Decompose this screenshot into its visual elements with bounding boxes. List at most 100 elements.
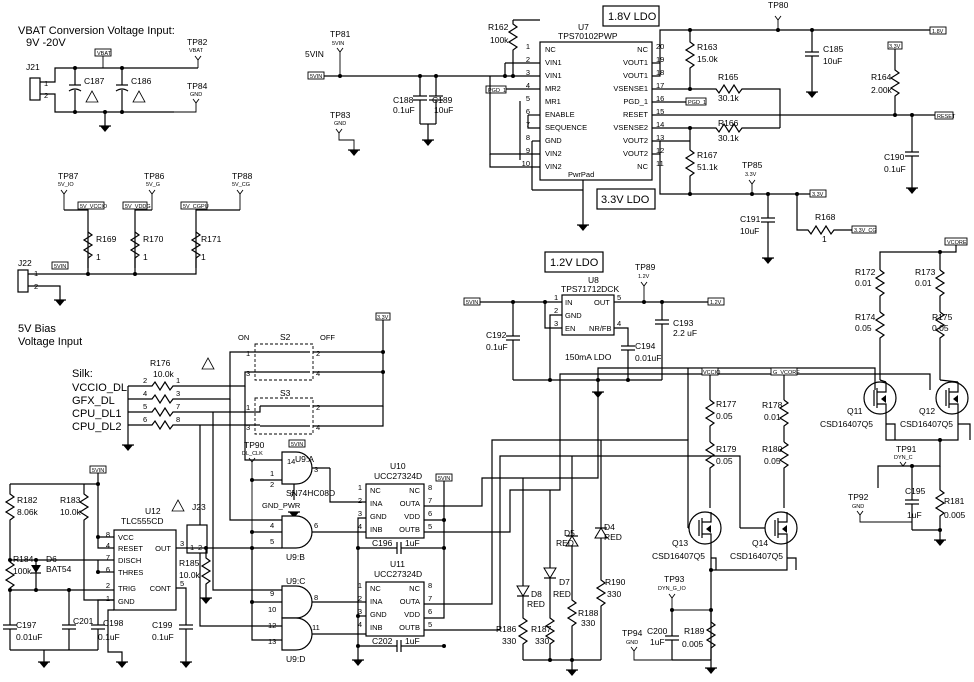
resistor-r180: R180 0.05 xyxy=(762,441,790,508)
svg-text:3.3V: 3.3V xyxy=(812,192,824,198)
testpoint-tp84: TP84 GND xyxy=(174,81,208,113)
cap-c185: C185 10uF xyxy=(805,30,844,99)
resistor-r170: R170 1 xyxy=(129,231,164,262)
u7-pin-name: PGD_1 xyxy=(623,97,648,106)
driver-pin-name: OUTB xyxy=(399,623,420,632)
svg-text:5VIN: 5VIN xyxy=(332,41,344,47)
u7-pin-name: VSENSE1 xyxy=(613,84,648,93)
label-1v8-ldo: 1.8V LDO xyxy=(602,5,660,27)
svg-text:6: 6 xyxy=(314,521,318,530)
cap-c196: C196 1uF xyxy=(358,538,444,554)
svg-text:1: 1 xyxy=(143,252,148,262)
svg-text:J23: J23 xyxy=(192,502,206,512)
svg-text:C198: C198 xyxy=(103,618,124,628)
svg-text:0.01: 0.01 xyxy=(915,278,932,288)
svg-text:UCC27324D: UCC27324D xyxy=(374,569,422,579)
svg-text:CSD16407Q5: CSD16407Q5 xyxy=(820,419,873,429)
svg-text:1uF: 1uF xyxy=(907,510,922,520)
timer-u12: U12 TLC555CD xyxy=(113,506,177,611)
svg-text:1: 1 xyxy=(44,79,48,88)
svg-text:U8: U8 xyxy=(588,275,599,285)
testpoint-tp89: TP89 1.2V xyxy=(635,262,656,302)
u12-pin-number: 7 xyxy=(106,553,110,562)
svg-text:U9:C: U9:C xyxy=(286,576,305,586)
flag-vcore: VCORE xyxy=(944,237,968,246)
svg-text:330: 330 xyxy=(535,636,549,646)
svg-text:C200: C200 xyxy=(647,626,668,636)
svg-text:5V_CG: 5V_CG xyxy=(232,182,250,188)
svg-text:R162: R162 xyxy=(488,22,509,32)
svg-text:2: 2 xyxy=(270,480,274,489)
cap-c192: C192 0.1uF xyxy=(486,302,520,380)
svg-text:1.8V LDO: 1.8V LDO xyxy=(608,11,657,23)
svg-text:TP92: TP92 xyxy=(848,492,869,502)
driver-pin-number: 7 xyxy=(428,496,432,505)
mosfet-q12: Q12 CSD16407Q5 xyxy=(900,381,969,429)
label-150ma-ldo: 150mA LDO xyxy=(565,352,612,362)
testpoint-tp82: TP82 VBAT xyxy=(187,37,208,68)
svg-text:D8: D8 xyxy=(531,589,542,599)
svg-text:4: 4 xyxy=(316,423,320,432)
connector-j22: J22 1 2 xyxy=(17,258,38,293)
svg-text:6: 6 xyxy=(143,415,147,424)
svg-text:R189: R189 xyxy=(684,626,705,636)
svg-text:R163: R163 xyxy=(697,42,718,52)
svg-text:1: 1 xyxy=(246,349,250,358)
u12-pin-number: 4 xyxy=(106,541,110,550)
svg-text:10.0k: 10.0k xyxy=(60,507,82,517)
driver-u11: U11 UCC27324D xyxy=(365,559,425,637)
svg-text:0.05: 0.05 xyxy=(716,411,733,421)
svg-text:R168: R168 xyxy=(815,212,836,222)
flag-3v3-top: 3.3V xyxy=(887,41,903,50)
flag-reset: RESET xyxy=(934,111,956,120)
driver-pin-name: OUTB xyxy=(399,525,420,534)
svg-text:D7: D7 xyxy=(559,577,570,587)
u7-pin-name: VOUT1 xyxy=(623,58,648,67)
svg-text:9: 9 xyxy=(270,589,274,598)
driver-pin-name: VDD xyxy=(404,610,420,619)
svg-text:R185: R185 xyxy=(179,558,200,568)
driver-pin-number: 5 xyxy=(428,522,432,531)
svg-text:11: 11 xyxy=(312,623,320,632)
svg-text:J22: J22 xyxy=(18,258,32,268)
u12-pin-name: TRIG xyxy=(118,584,136,593)
flag-3v3-cg: 3.3V_CG xyxy=(851,225,877,234)
svg-text:1: 1 xyxy=(246,403,250,412)
silk-cpu-dl2: CPU_DL2 xyxy=(72,421,122,433)
driver-pin-number: 2 xyxy=(358,594,362,603)
svg-text:10uF: 10uF xyxy=(740,226,759,236)
svg-text:0.005: 0.005 xyxy=(944,510,966,520)
driver-pin-name: NC xyxy=(370,486,381,495)
diode-d6: D6 BAT54 xyxy=(31,554,72,590)
resistor-r166: R166 30.1k xyxy=(652,118,780,143)
u7-pin-name: GND xyxy=(545,136,562,145)
driver-pin-number: 1 xyxy=(358,483,362,492)
led-d8: D8 RED xyxy=(516,585,545,609)
svg-text:8: 8 xyxy=(314,593,318,602)
u12-pin-name: THRES xyxy=(118,568,143,577)
svg-text:Q13: Q13 xyxy=(672,538,688,548)
led-d7: D7 RED xyxy=(543,567,571,599)
svg-text:G_VCORE: G_VCORE xyxy=(773,370,800,376)
svg-text:CSD16407Q5: CSD16407Q5 xyxy=(900,419,953,429)
svg-text:1: 1 xyxy=(176,376,180,385)
svg-text:0.05: 0.05 xyxy=(764,456,781,466)
flag-g-vcore: G_VCORE xyxy=(770,367,800,376)
u7-pin-name: VIN2 xyxy=(545,149,562,158)
silk-label: Silk: xyxy=(72,368,93,380)
svg-text:R178: R178 xyxy=(762,400,783,410)
svg-text:5: 5 xyxy=(617,293,621,302)
svg-text:R179: R179 xyxy=(716,444,737,454)
svg-text:30.1k: 30.1k xyxy=(718,93,740,103)
svg-text:3: 3 xyxy=(176,389,180,398)
svg-text:0.05: 0.05 xyxy=(855,323,872,333)
resistor-r182: R182 8.06k xyxy=(4,484,39,560)
u12-pin-name: VCC xyxy=(118,533,134,542)
resistor-r167: R167 51.1k xyxy=(684,128,719,194)
bias-title: 5V Bias xyxy=(18,323,56,335)
u7-pin-number: 8 xyxy=(526,133,530,142)
